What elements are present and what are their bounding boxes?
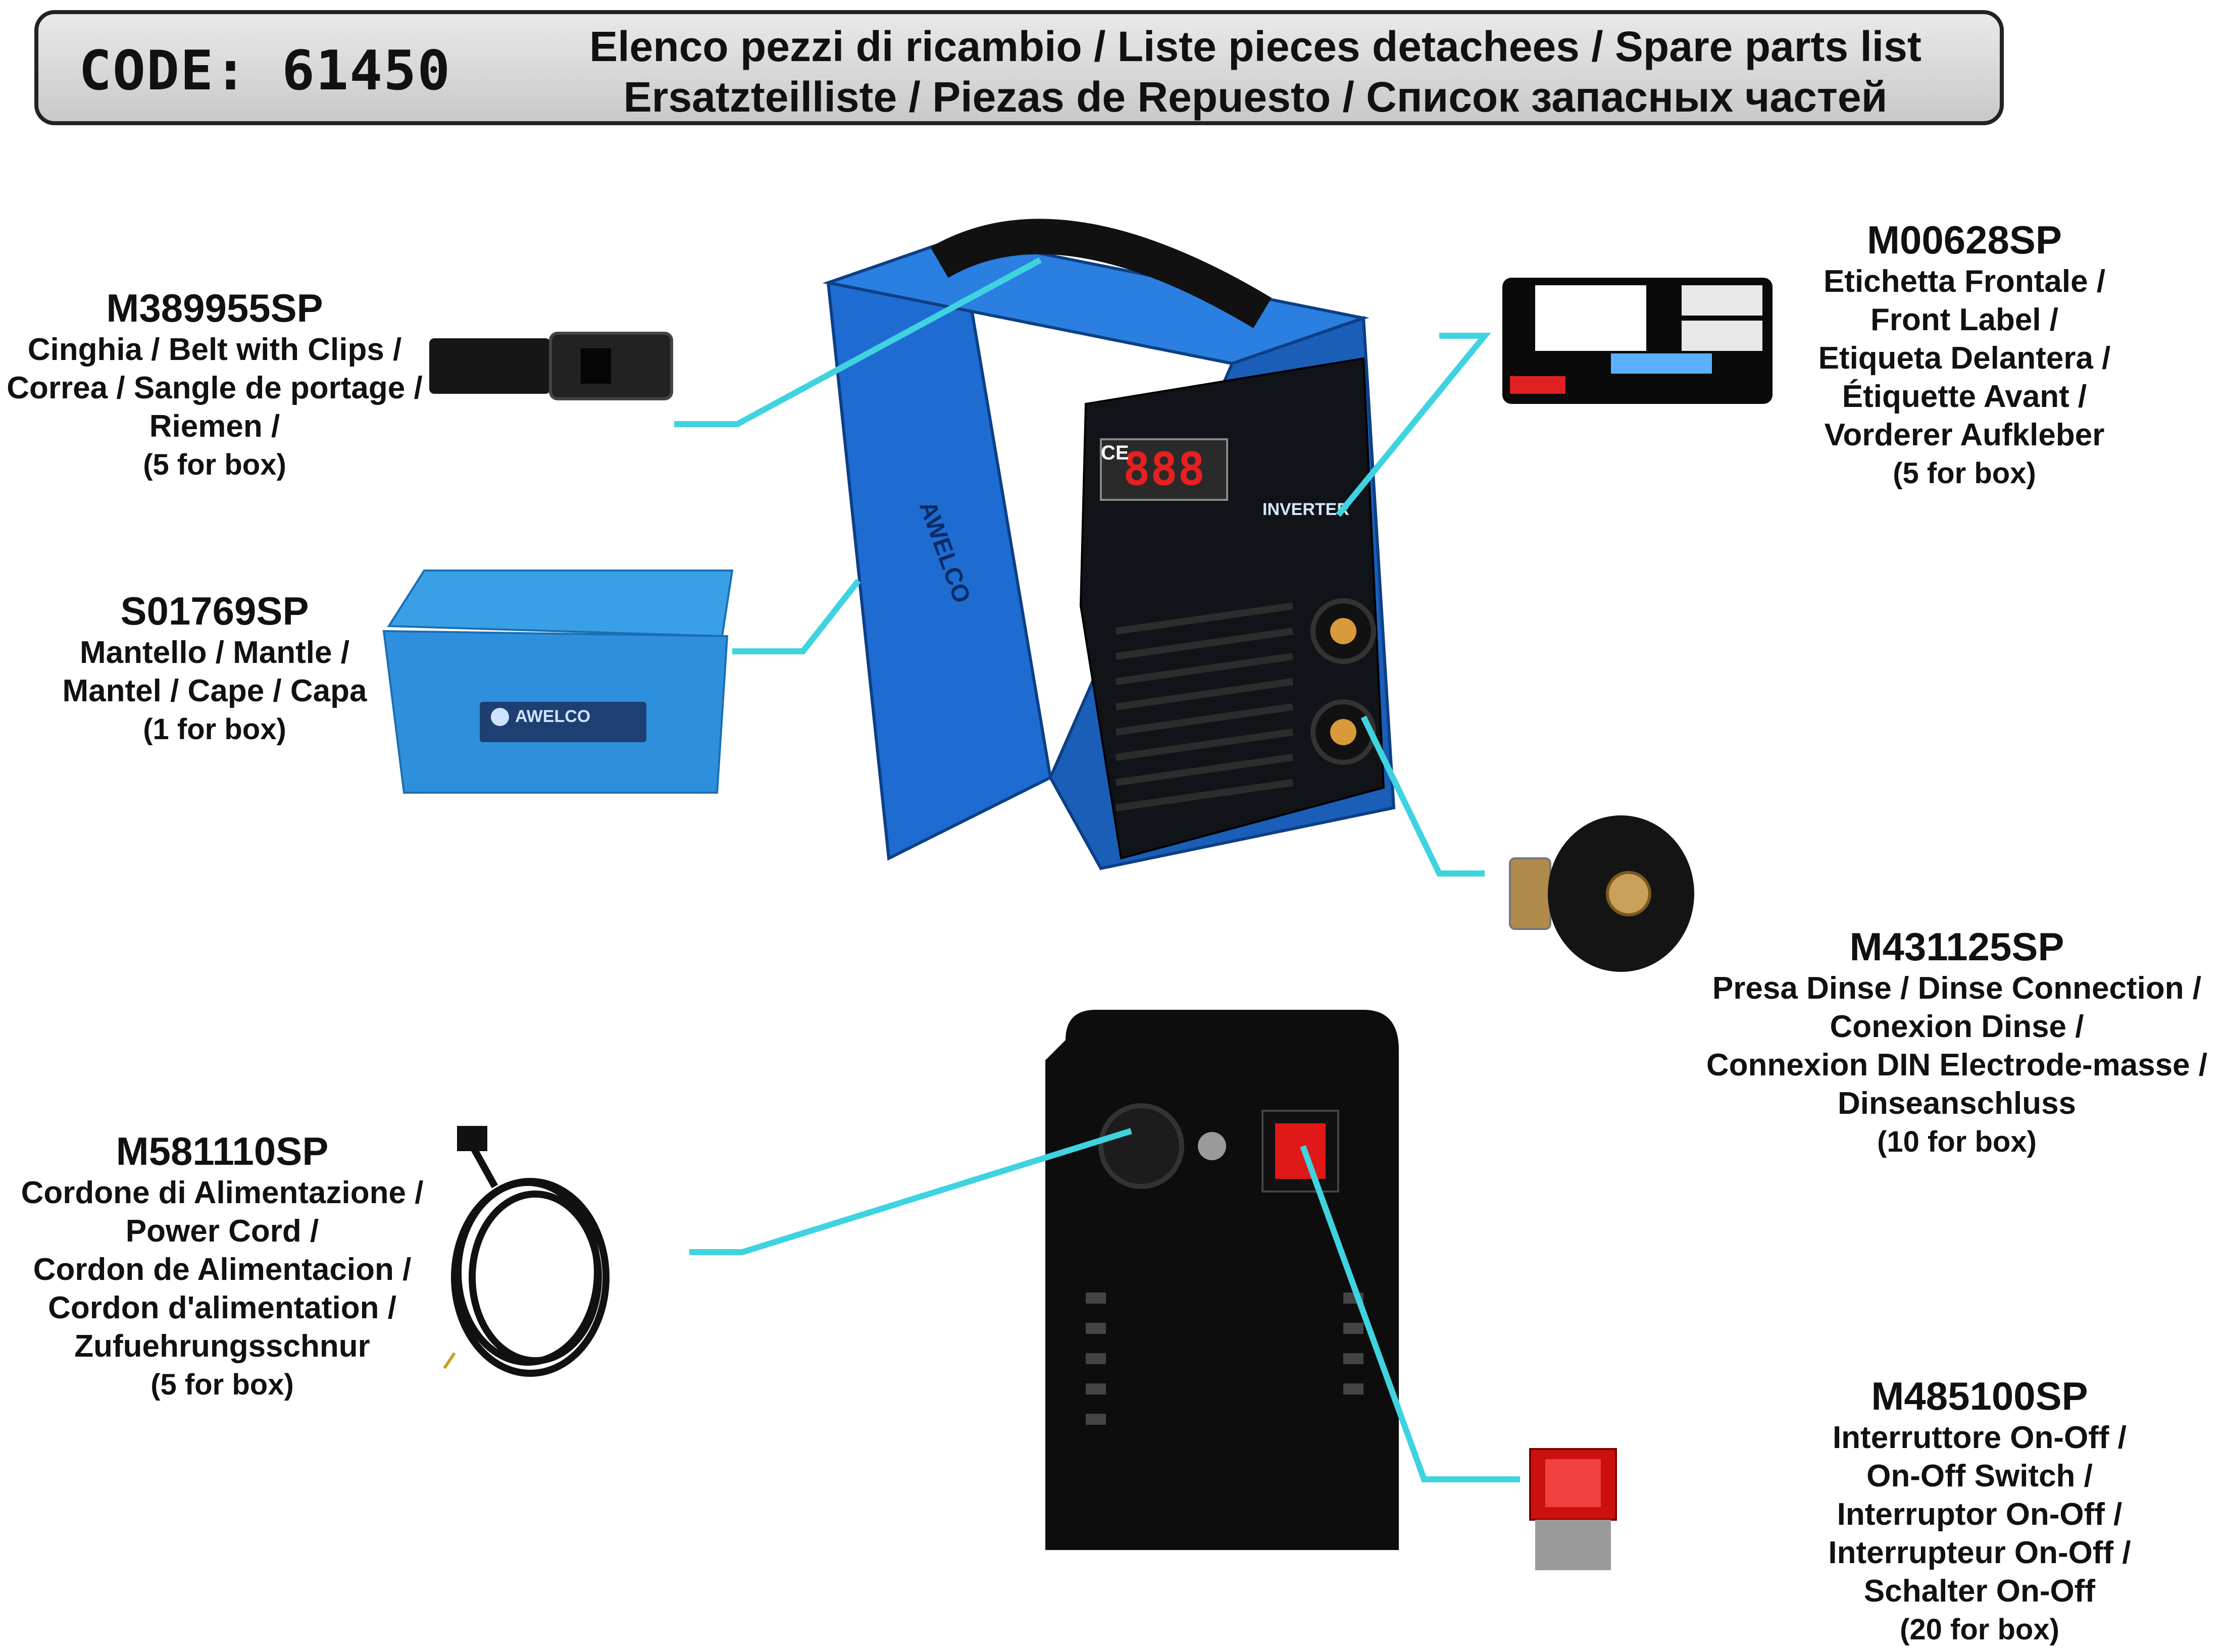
part-desc-line: Schalter On-Off (1863, 1574, 2096, 1609)
part-desc-line: Correa / Sangle de portage / (7, 371, 423, 405)
dinse-connection-image (1509, 815, 1694, 972)
leader-lines (674, 257, 1520, 1482)
part-desc-line: Interruptor On-Off / (1837, 1497, 2122, 1532)
part-label-belt: M389955SP Cinghia / Belt with Clips / Co… (0, 285, 429, 484)
part-desc-line: Etichetta Frontale / (1823, 264, 2106, 299)
mantle-cover-image: AWELCO (382, 570, 734, 794)
display-readout: 888 (1123, 443, 1205, 496)
part-desc-line: Cordon de Alimentacion / (33, 1252, 412, 1287)
part-label-front-label: M00628SP Etichetta Frontale / Front Labe… (1778, 217, 2151, 493)
part-quantity: (5 for box) (150, 1368, 294, 1401)
part-code: M389955SP (106, 286, 323, 330)
part-desc-line: Étiquette Avant / (1842, 379, 2087, 414)
part-desc-line: Zufuehrungsschnur (74, 1329, 370, 1364)
part-quantity: (10 for box) (1877, 1125, 2037, 1158)
product-code: CODE: 61450 (79, 39, 451, 102)
part-desc-line: Mantello / Mantle / (80, 635, 349, 670)
svg-text:CE: CE (1101, 442, 1129, 464)
part-desc-line: Interruttore On-Off / (1832, 1420, 2127, 1455)
part-desc-line: Front Label / (1870, 302, 2058, 337)
rear-panel-image (1045, 1010, 1399, 1550)
part-label-power-cord: M581110SP Cordone di Alimentazione / Pow… (0, 1128, 444, 1404)
part-code: M431125SP (1849, 924, 2064, 969)
part-code: M581110SP (116, 1129, 329, 1173)
header-bar: CODE: 61450 Elenco pezzi di ricambio / L… (34, 10, 2004, 125)
svg-text:INVERTER: INVERTER (1262, 500, 1349, 519)
part-quantity: (5 for box) (1893, 457, 2036, 490)
page-title: Elenco pezzi di ricambio / Liste pieces … (543, 21, 1967, 122)
part-desc-line: Connexion DIN Electrode-masse / (1706, 1048, 2208, 1082)
part-label-mantle: S01769SP Mantello / Mantle / Mantel / Ca… (30, 588, 399, 749)
part-quantity: (1 for box) (143, 713, 286, 746)
part-desc-line: Presa Dinse / Dinse Connection / (1712, 971, 2202, 1006)
part-desc-line: Conexion Dinse / (1830, 1009, 2084, 1044)
belt-with-clips-image (429, 332, 673, 400)
part-desc-line: Power Cord / (125, 1214, 319, 1249)
part-desc-line: On-Off Switch / (1866, 1459, 2093, 1493)
part-quantity: (5 for box) (143, 448, 286, 481)
part-quantity: (20 for box) (1900, 1613, 2059, 1646)
plug-head (457, 1126, 487, 1151)
part-code: M485100SP (1871, 1374, 2088, 1418)
part-desc-line: Mantel / Cape / Capa (62, 674, 367, 708)
part-desc-line: Cinghia / Belt with Clips / (27, 332, 402, 367)
part-label-switch: M485100SP Interruttore On-Off / On-Off S… (1783, 1373, 2177, 1649)
welder-machine: 888 INVERTER AWELCO CE (822, 219, 1396, 870)
part-code: M00628SP (1867, 218, 2062, 262)
part-desc-line: Vorderer Aufkleber (1824, 418, 2105, 452)
part-desc-line: Cordon d'alimentation / (48, 1290, 396, 1325)
part-desc-line: Etiqueta Delantera / (1818, 341, 2111, 376)
title-line-1: Elenco pezzi di ricambio / Liste pieces … (589, 23, 1921, 70)
svg-text:AWELCO: AWELCO (515, 707, 590, 726)
front-label-image (1502, 278, 1773, 404)
part-desc-line: Dinseanschluss (1837, 1086, 2077, 1121)
part-desc-line: Interrupteur On-Off / (1828, 1535, 2131, 1570)
on-off-switch-image (1529, 1448, 1617, 1570)
part-label-dinse: M431125SP Presa Dinse / Dinse Connection… (1692, 924, 2222, 1161)
part-desc-line: Cordone di Alimentazione / (21, 1175, 424, 1210)
power-cord-image (443, 1139, 610, 1377)
title-line-2: Ersatzteilliste / Piezas de Repuesto / С… (623, 73, 1888, 121)
part-desc-line: Riemen / (149, 409, 280, 444)
part-code: S01769SP (120, 589, 309, 633)
